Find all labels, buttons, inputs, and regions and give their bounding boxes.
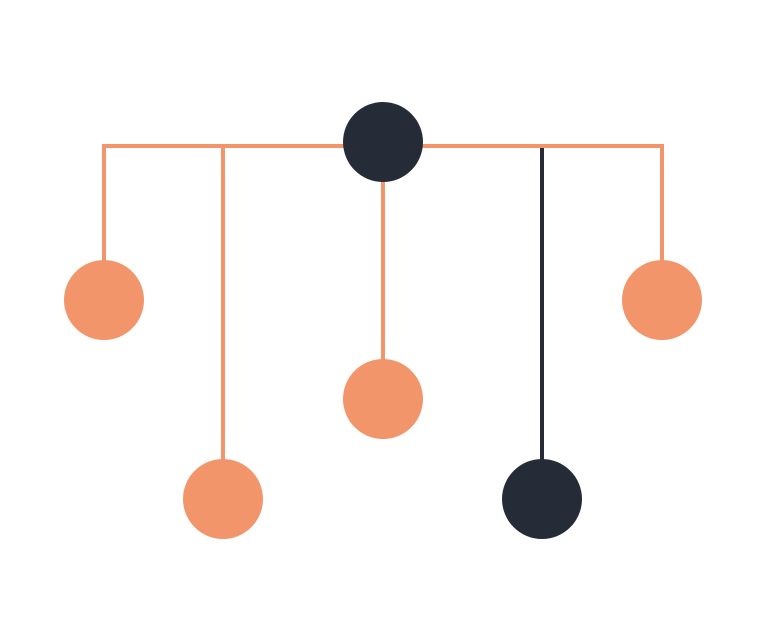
edge-root-to-leaf-left [221,144,383,499]
node-leaf-left [183,459,263,539]
connector-lines [102,142,664,499]
edge-root-to-leaf-far-left [102,144,383,300]
node-leaf-far-right [622,260,702,340]
node-leaf-center [343,359,423,439]
node-leaf-right-dark [502,459,582,539]
edge-root-to-leaf-right-dark [383,144,544,499]
diagram-nodes [64,102,702,539]
node-leaf-far-left [64,260,144,340]
node-root [343,102,423,182]
edge-root-to-leaf-far-right [383,144,664,300]
